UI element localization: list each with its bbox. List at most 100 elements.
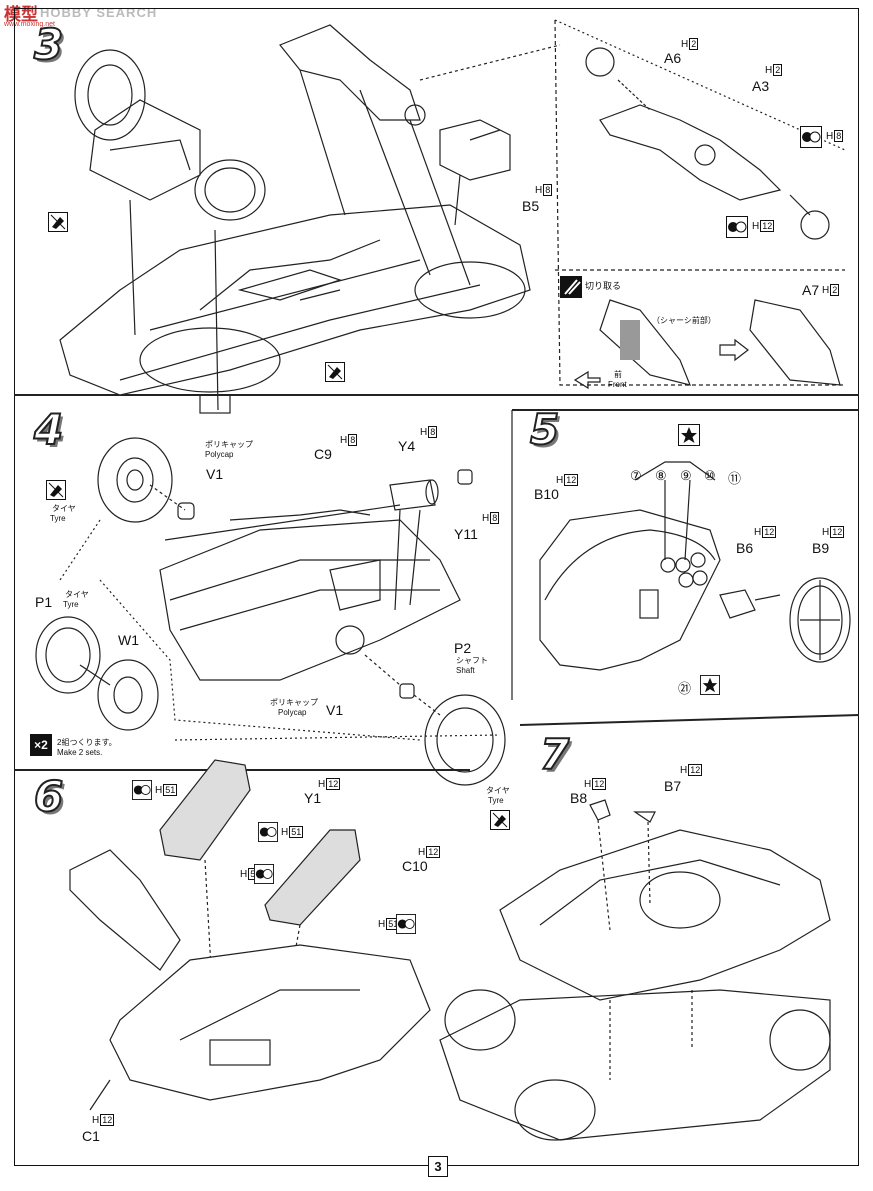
part-y11-color-code: 8 bbox=[490, 512, 500, 524]
polycap-top-en: Polycap bbox=[205, 450, 234, 459]
make-two-icon: ×2 bbox=[30, 734, 52, 756]
paint-h8-code: 8 bbox=[834, 130, 844, 142]
paint-mix-icon bbox=[132, 780, 152, 805]
part-p1-label: P1 bbox=[35, 594, 53, 610]
step-6-number: 6 bbox=[33, 771, 64, 822]
part-b6-label: B6 bbox=[736, 540, 754, 556]
paint-mix-icon bbox=[396, 914, 416, 939]
step-4-number: 4 bbox=[33, 404, 64, 455]
front-en: Front bbox=[608, 380, 627, 389]
make-two-en: Make 2 sets. bbox=[57, 748, 103, 757]
decal-11: ⑪ bbox=[728, 471, 742, 486]
tyre-left-en: Tyre bbox=[50, 514, 66, 523]
tyre-left-jp: タイヤ bbox=[52, 504, 76, 513]
paint-h51-code: 51 bbox=[289, 826, 304, 838]
step-7-number: 7 bbox=[539, 729, 570, 780]
part-v1-top-label: V1 bbox=[206, 466, 224, 482]
part-b10-label: B10 bbox=[534, 486, 559, 502]
paint-mix-icon bbox=[258, 822, 278, 847]
step7-body bbox=[499, 799, 831, 1001]
part-a6-color-code: 2 bbox=[689, 38, 699, 50]
part-b10-color-code: 12 bbox=[564, 474, 579, 486]
part-y1-label: Y1 bbox=[304, 790, 322, 806]
part-c10-label: C10 bbox=[402, 858, 428, 874]
part-b5-label: B5 bbox=[522, 198, 540, 214]
glue-icon bbox=[48, 212, 68, 237]
glue-icon bbox=[46, 480, 66, 505]
tyre-p1-en: Tyre bbox=[63, 600, 79, 609]
step3-cut-detail bbox=[573, 299, 841, 390]
part-b9-color-code: 12 bbox=[830, 526, 845, 538]
decal-9: ⑨ bbox=[680, 468, 692, 483]
decal-7: ⑦ bbox=[630, 468, 642, 483]
shaft-jp: シャフト bbox=[456, 656, 488, 665]
tyre-right-en: Tyre bbox=[488, 796, 504, 805]
step3-front-frame bbox=[74, 49, 266, 411]
paint-h12-code: 12 bbox=[760, 220, 775, 232]
paint-mix-icon bbox=[726, 216, 748, 243]
step3-inset-a3 bbox=[585, 47, 830, 240]
step4-tyre-p1 bbox=[35, 616, 159, 731]
front-jp: 前 bbox=[614, 370, 622, 379]
part-c1-label: C1 bbox=[82, 1128, 100, 1144]
step6-door-panel bbox=[69, 849, 181, 971]
part-c10-color-code: 12 bbox=[426, 846, 441, 858]
part-c9-color-code: 8 bbox=[348, 434, 358, 446]
glue-icon bbox=[490, 810, 510, 835]
step6-tub-c1 bbox=[89, 944, 431, 1111]
make-two-jp: 2組つくります。 bbox=[57, 738, 117, 747]
step3-rear-suspension bbox=[279, 24, 471, 286]
part-w1-label: W1 bbox=[118, 632, 139, 648]
tyre-right-jp: タイヤ bbox=[486, 786, 510, 795]
tyre-p1-jp: タイヤ bbox=[65, 590, 89, 599]
step3-tank-b5 bbox=[439, 119, 511, 226]
step5-part-b6 bbox=[719, 589, 781, 619]
step4-wheel-right bbox=[364, 654, 506, 786]
decal-star-icon bbox=[678, 424, 700, 451]
cut-icon bbox=[560, 276, 582, 303]
decal-10: ⑩ bbox=[704, 468, 716, 483]
decal-8: ⑧ bbox=[655, 468, 667, 483]
part-y1-color-code: 12 bbox=[326, 778, 341, 790]
step5-dashboard bbox=[539, 461, 721, 671]
part-p2-label: P2 bbox=[454, 640, 472, 656]
step5-steering-wheel-b9 bbox=[789, 577, 851, 663]
decal-star-icon bbox=[700, 675, 720, 700]
step-3-number: 3 bbox=[33, 19, 64, 70]
watermark-brand-cn: 模型 bbox=[4, 5, 38, 24]
part-v1-bottom-label: V1 bbox=[326, 702, 344, 718]
part-b8-label: B8 bbox=[570, 790, 588, 806]
part-b5-color-code: 8 bbox=[543, 184, 553, 196]
part-a3-color-code: 2 bbox=[773, 64, 783, 76]
step4-chassis bbox=[159, 504, 461, 681]
part-a7-color-code: 2 bbox=[830, 284, 840, 296]
part-b7-label: B7 bbox=[664, 778, 682, 794]
paint-mix-icon bbox=[254, 864, 274, 889]
part-y4-color-code: 8 bbox=[428, 426, 438, 438]
step4-muffler-y4 bbox=[389, 469, 473, 611]
part-y4-label: Y4 bbox=[398, 438, 416, 454]
decal-21: ㉑ bbox=[678, 681, 692, 696]
paint-mix-icon bbox=[800, 126, 822, 153]
part-b8-color-code: 12 bbox=[592, 778, 607, 790]
